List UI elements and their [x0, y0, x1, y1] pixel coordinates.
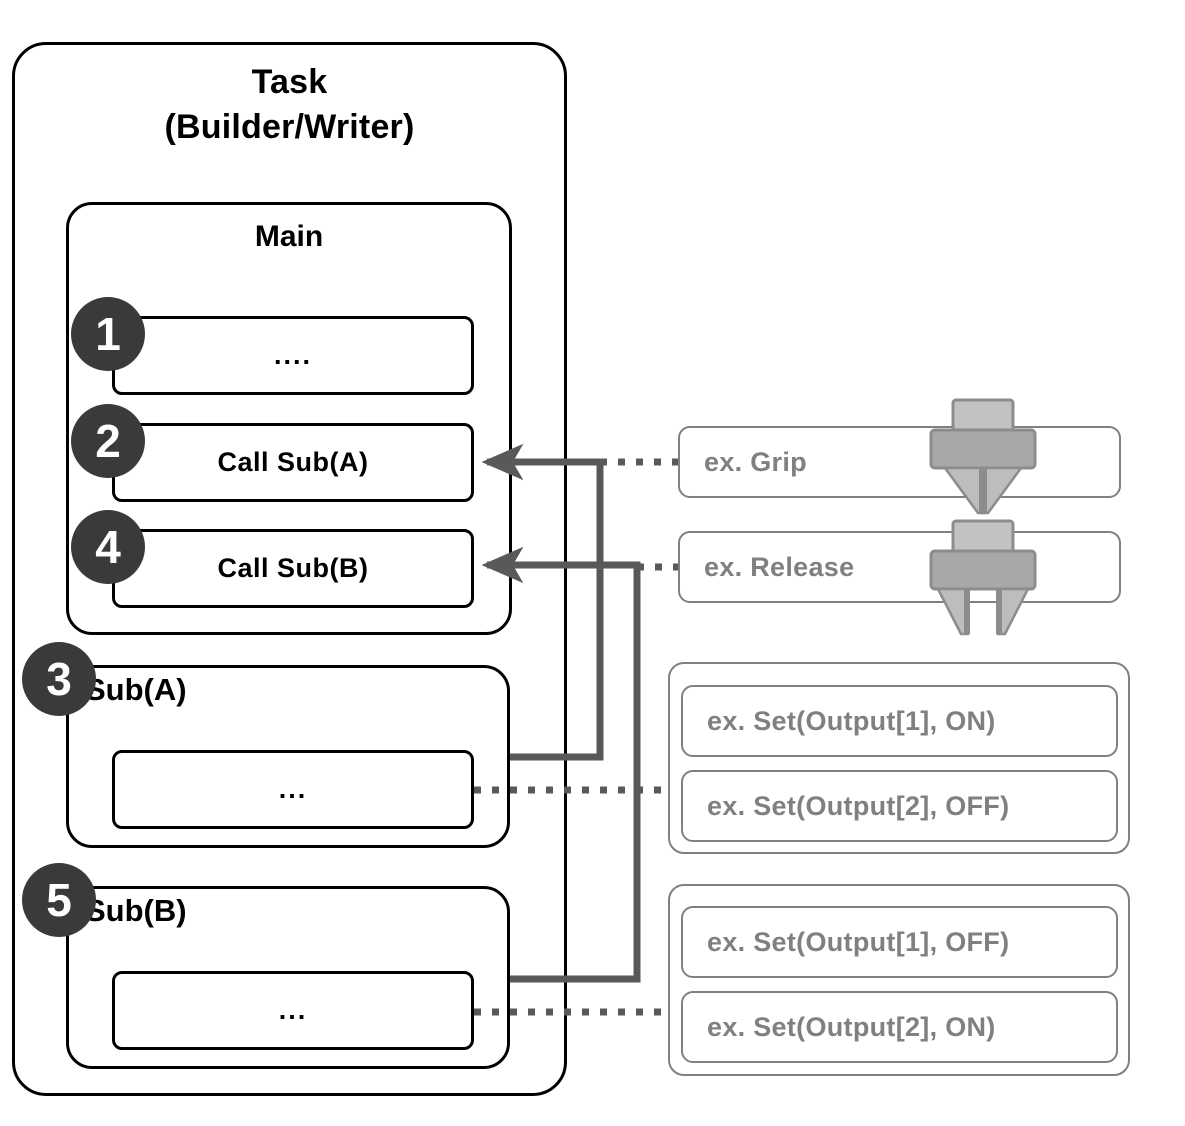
main-statement-2-text: Call Sub(A) [217, 447, 369, 477]
sub-a-body[interactable]: ... [112, 750, 474, 829]
example-sub-b-1[interactable]: ex. Set(Output[1], OFF) [681, 906, 1118, 978]
step-badge-1: 1 [71, 297, 145, 371]
example-sub-b-1-label: ex. Set(Output[1], OFF) [707, 926, 1010, 957]
step-badge-5: 5 [22, 863, 96, 937]
main-statement-1-text: .... [273, 340, 312, 371]
step-badge-2: 2 [71, 404, 145, 478]
example-release[interactable]: ex. Release [678, 531, 1121, 603]
example-sub-a-1[interactable]: ex. Set(Output[1], ON) [681, 685, 1118, 757]
task-title-line1: Task [251, 63, 328, 101]
sub-a-body-text: ... [278, 774, 308, 805]
main-statement-3-text: Call Sub(B) [217, 553, 369, 583]
main-statement-1[interactable]: .... [112, 316, 474, 395]
example-grip[interactable]: ex. Grip [678, 426, 1121, 498]
example-sub-a-1-label: ex. Set(Output[1], ON) [707, 705, 996, 736]
step-badge-4: 4 [71, 510, 145, 584]
sub-b-label: Sub(B) [85, 893, 187, 928]
example-sub-a-2[interactable]: ex. Set(Output[2], OFF) [681, 770, 1118, 842]
sub-a-label: Sub(A) [85, 672, 187, 707]
step-badge-3: 3 [22, 642, 96, 716]
example-sub-a-2-label: ex. Set(Output[2], OFF) [707, 790, 1010, 821]
main-statement-call-sub-a[interactable]: Call Sub(A) [112, 423, 474, 502]
main-label: Main [254, 220, 324, 253]
task-title-line2: (Builder/Writer) [164, 107, 415, 146]
example-sub-b-2[interactable]: ex. Set(Output[2], ON) [681, 991, 1118, 1063]
example-grip-label: ex. Grip [704, 446, 807, 477]
sub-b-body-text: ... [278, 995, 308, 1026]
main-statement-call-sub-b[interactable]: Call Sub(B) [112, 529, 474, 608]
example-release-label: ex. Release [704, 551, 855, 582]
example-sub-b-2-label: ex. Set(Output[2], ON) [707, 1011, 996, 1042]
sub-b-body[interactable]: ... [112, 971, 474, 1050]
task-title: Task (Builder/Writer) [12, 60, 567, 150]
